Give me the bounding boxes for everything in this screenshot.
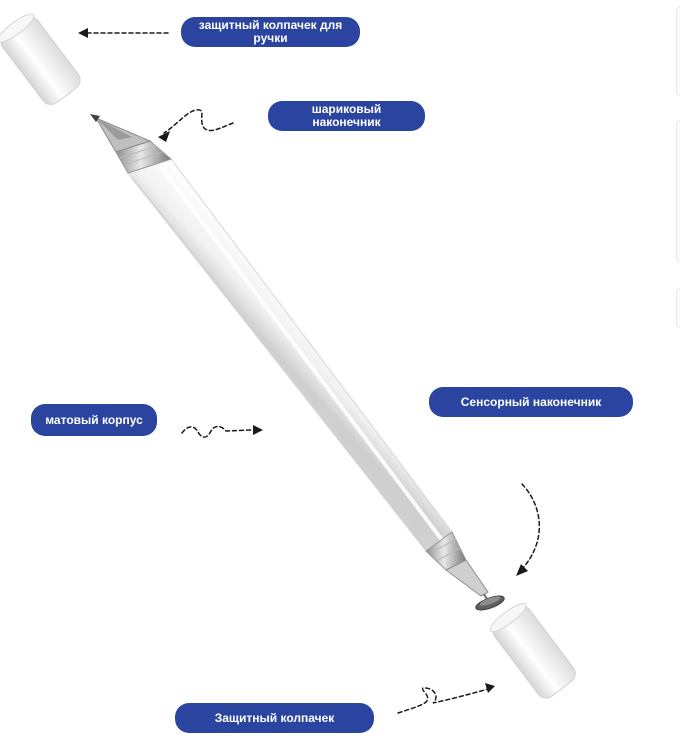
ball-tip-label: шариковый наконечник <box>268 101 425 131</box>
protective-cap <box>489 603 576 699</box>
touch-tip <box>425 531 505 611</box>
loop-arrow-right-icon <box>397 687 489 714</box>
pen-cap <box>0 13 81 105</box>
edge-card-3 <box>676 288 680 328</box>
matte-body-label: матовый корпус <box>31 404 157 436</box>
curved-arrow-down-icon <box>521 483 541 570</box>
protective-cap-label: Защитный колпачек <box>175 703 374 733</box>
pen-body <box>127 158 453 552</box>
ball-tip-label-text: шариковый наконечник <box>311 102 382 129</box>
protective-cap-label-text: Защитный колпачек <box>214 710 335 725</box>
edge-card-1 <box>676 6 680 96</box>
touch-tip-label: Сенсорный наконечник <box>429 387 633 417</box>
curly-arrow-icon <box>163 109 234 134</box>
touch-tip-label-text: Сенсорный наконечник <box>460 394 602 409</box>
pen-cap-label-text: защитный колпачек для ручки <box>198 18 343 45</box>
ball-tip <box>90 114 173 174</box>
edge-card-2 <box>676 120 680 262</box>
matte-body-label-text: матовый корпус <box>45 412 143 427</box>
wavy-arrow-right-icon <box>181 425 256 438</box>
pen-cap-label: защитный колпачек для ручки <box>181 17 360 47</box>
